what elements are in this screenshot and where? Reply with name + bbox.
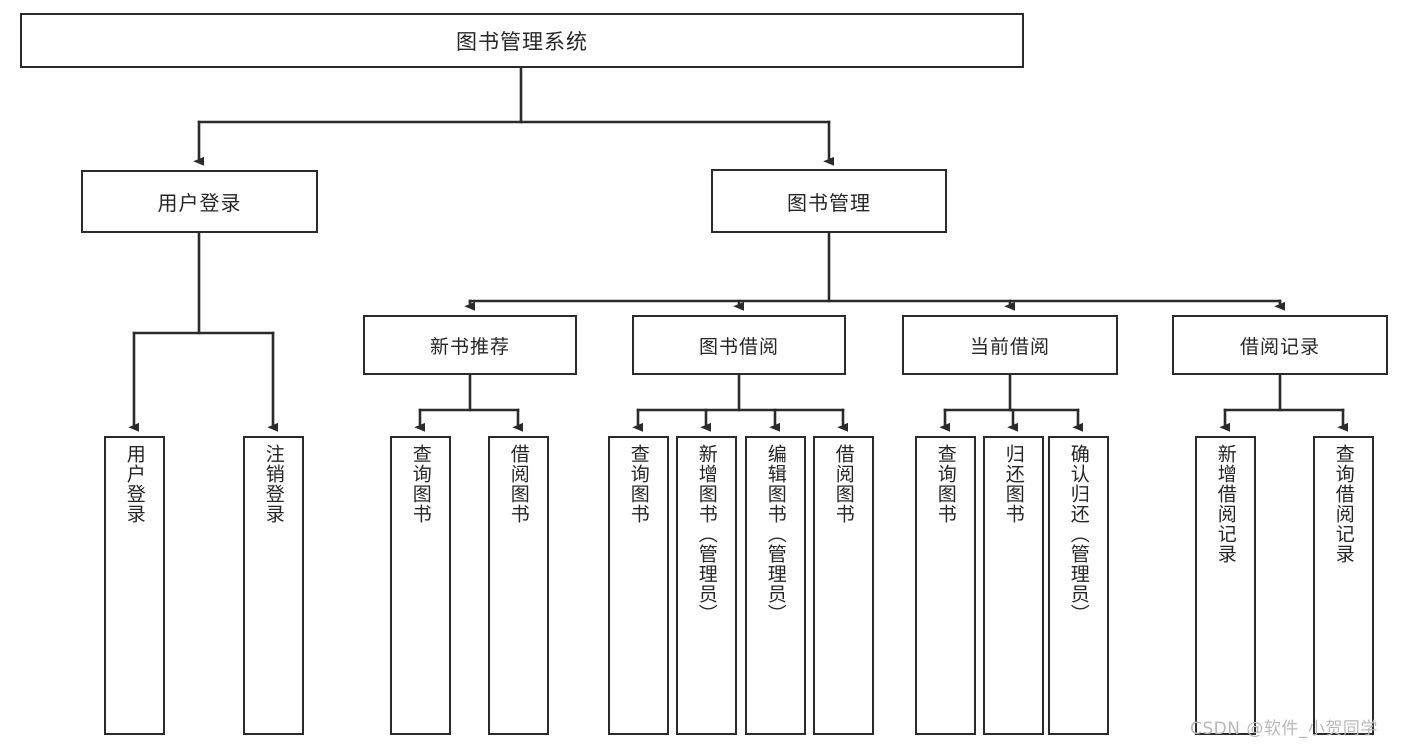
- leaf-user-login[interactable]: 用户登录: [104, 436, 165, 735]
- leaf-add-borrow-record[interactable]: 新增借阅记录: [1195, 436, 1256, 735]
- leaf-logout[interactable]: 注销登录: [243, 436, 304, 735]
- node-book-borrow-label: 图书借阅: [698, 335, 779, 358]
- leaf-query-book-new-label: 查询图书: [409, 444, 432, 524]
- leaf-query-book-current[interactable]: 查询图书: [915, 436, 976, 735]
- leaf-query-book-new[interactable]: 查询图书: [390, 436, 451, 735]
- node-root-label: 图书管理系统: [456, 29, 588, 54]
- leaf-query-book-current-label: 查询图书: [934, 444, 957, 524]
- leaf-edit-book-admin[interactable]: 编辑图书（管理员）: [745, 436, 806, 735]
- leaf-user-login-label: 用户登录: [123, 444, 146, 524]
- leaf-query-borrow-record[interactable]: 查询借阅记录: [1313, 436, 1374, 735]
- leaf-query-book-borrow[interactable]: 查询图书: [608, 436, 669, 735]
- leaf-borrow-book-label: 借阅图书: [832, 444, 855, 524]
- leaf-borrow-book-new-label: 借阅图书: [507, 444, 530, 524]
- node-borrow-record[interactable]: 借阅记录: [1172, 315, 1388, 375]
- leaf-add-borrow-record-label: 新增借阅记录: [1214, 444, 1237, 564]
- leaf-query-borrow-record-label: 查询借阅记录: [1332, 444, 1355, 564]
- node-book-borrow[interactable]: 图书借阅: [632, 315, 846, 375]
- leaf-query-book-borrow-label: 查询图书: [627, 444, 650, 524]
- leaf-add-book-admin-label: 新增图书（管理员）: [695, 444, 718, 624]
- node-new-book-recommend-label: 新书推荐: [429, 335, 510, 358]
- leaf-add-book-admin[interactable]: 新增图书（管理员）: [676, 436, 737, 735]
- leaf-borrow-book-new[interactable]: 借阅图书: [488, 436, 549, 735]
- csdn-watermark: CSDN @软件_小贺同学: [1190, 719, 1378, 739]
- node-root[interactable]: 图书管理系统: [20, 13, 1024, 68]
- leaf-confirm-return-admin[interactable]: 确认归还（管理员）: [1048, 436, 1109, 735]
- leaf-return-book[interactable]: 归还图书: [983, 436, 1044, 735]
- leaf-return-book-label: 归还图书: [1002, 444, 1025, 524]
- leaf-borrow-book[interactable]: 借阅图书: [813, 436, 874, 735]
- node-current-borrow[interactable]: 当前借阅: [902, 315, 1118, 375]
- leaf-edit-book-admin-label: 编辑图书（管理员）: [764, 444, 787, 624]
- node-book-management[interactable]: 图书管理: [711, 169, 947, 233]
- node-user-login[interactable]: 用户登录: [81, 170, 318, 233]
- node-book-management-label: 图书管理: [787, 190, 871, 215]
- node-new-book-recommend[interactable]: 新书推荐: [363, 315, 577, 375]
- node-borrow-record-label: 借阅记录: [1239, 335, 1320, 358]
- node-current-borrow-label: 当前借阅: [969, 335, 1050, 358]
- leaf-logout-label: 注销登录: [262, 444, 285, 524]
- leaf-confirm-return-admin-label: 确认归还（管理员）: [1067, 444, 1090, 624]
- node-user-login-label: 用户登录: [157, 191, 242, 215]
